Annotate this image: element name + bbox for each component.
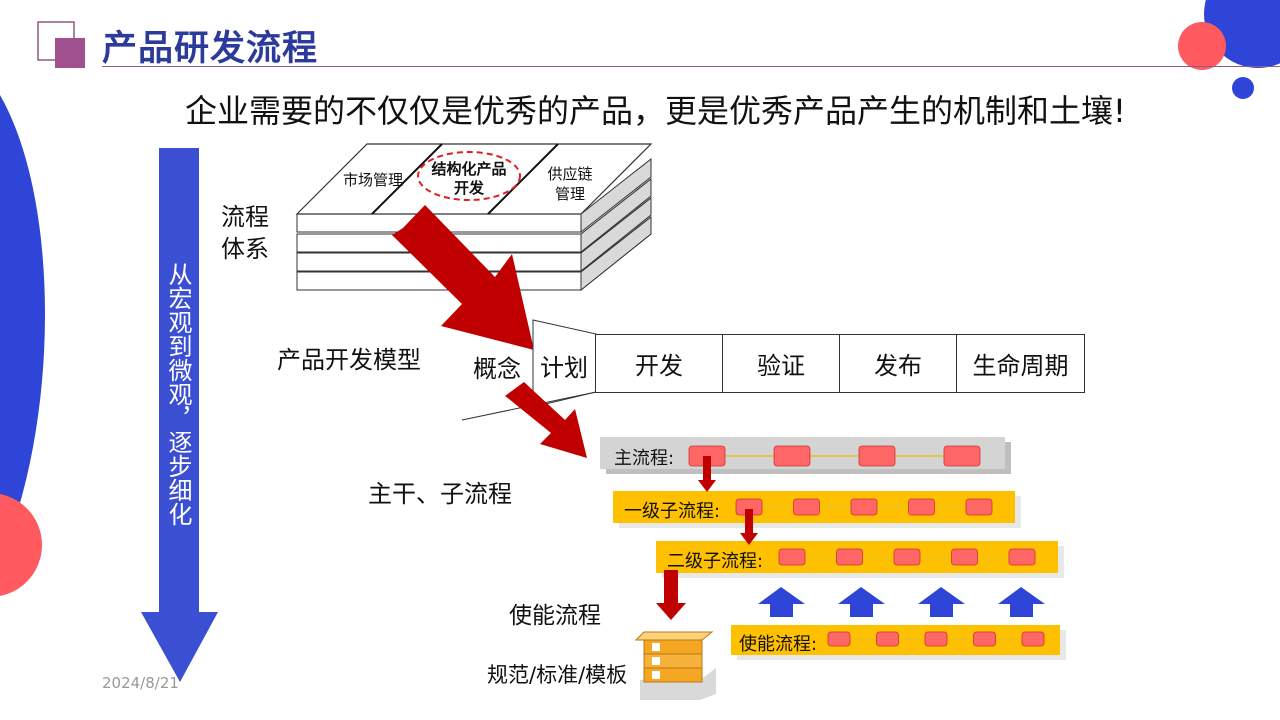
title-divider — [102, 66, 1280, 67]
stage-lifecycle: 生命周期 — [956, 334, 1085, 393]
process-node — [827, 631, 851, 647]
process-node — [773, 445, 811, 467]
row-label-l1: 一级子流程: — [624, 501, 721, 522]
left-blue-arc — [0, 95, 45, 560]
l2-to-standards-arrow — [656, 570, 686, 620]
row-label-main: 主流程: — [614, 448, 675, 469]
page-title: 产品研发流程 — [102, 29, 319, 69]
process-system-stack — [295, 143, 653, 292]
dev-model-label: 产品开发模型 — [277, 346, 421, 374]
process-node — [778, 548, 806, 566]
stage-develop: 开发 — [595, 334, 723, 393]
model-to-flow-arrow — [505, 382, 587, 458]
enabler-process-label: 使能流程 — [509, 603, 601, 629]
panel-supply-chain-text: 供应链管理 — [547, 165, 593, 203]
panel-market-management: 市场管理 — [343, 171, 404, 189]
row-label-enabler: 使能流程: — [739, 634, 818, 655]
process-node — [1021, 631, 1045, 647]
l1-to-l2-arrow — [740, 509, 758, 545]
panel-supply-chain: 供应链管理 — [540, 164, 600, 204]
process-node — [858, 445, 896, 467]
process-system-label-2: 体系 — [221, 235, 269, 263]
logo-filled-square — [55, 38, 85, 68]
trunk-subprocess-label: 主干、子流程 — [368, 480, 512, 508]
stage-plan: 计划 — [540, 354, 588, 382]
stack-to-model-arrow — [392, 205, 534, 350]
process-node — [924, 631, 948, 647]
process-node — [1008, 548, 1036, 566]
macro-to-micro-text: 从宏观到微观，逐步细化 — [164, 262, 192, 526]
main-to-l1-arrow — [698, 456, 716, 492]
process-nodes — [688, 445, 1045, 647]
subtitle: 企业需要的不仅仅是优秀的产品，更是优秀产品产生的机制和土壤! — [185, 92, 1126, 130]
process-node — [876, 631, 899, 647]
panel-structured-dev: 结构化产品开发 — [424, 160, 514, 198]
macro-to-micro-arrow — [141, 148, 218, 682]
process-node — [836, 548, 863, 566]
process-node — [951, 548, 978, 566]
row-label-l2: 二级子流程: — [667, 551, 764, 572]
stage-release: 发布 — [839, 334, 957, 393]
standards-label: 规范/标准/模板 — [487, 663, 628, 687]
enabler-up-arrows — [758, 587, 1045, 617]
top-right-coral-circle — [1178, 22, 1226, 70]
process-node — [893, 548, 921, 566]
process-node — [965, 498, 993, 516]
process-node — [973, 631, 996, 647]
process-node — [908, 498, 935, 516]
date-footer: 2024/8/21 — [102, 674, 179, 692]
binders-icon — [634, 631, 716, 700]
left-coral-circle — [0, 493, 42, 597]
process-node — [850, 498, 878, 516]
process-row-l2 — [656, 541, 1064, 578]
small-blue-dot — [1232, 77, 1254, 99]
stage-concept: 概念 — [473, 355, 521, 383]
process-node — [943, 445, 981, 467]
panel-structured-dev-text: 结构化产品开发 — [431, 160, 507, 197]
process-node — [793, 498, 820, 516]
stage-verify: 验证 — [722, 334, 840, 393]
highlight-ellipse — [417, 151, 521, 201]
process-system-label-1: 流程 — [221, 203, 269, 231]
